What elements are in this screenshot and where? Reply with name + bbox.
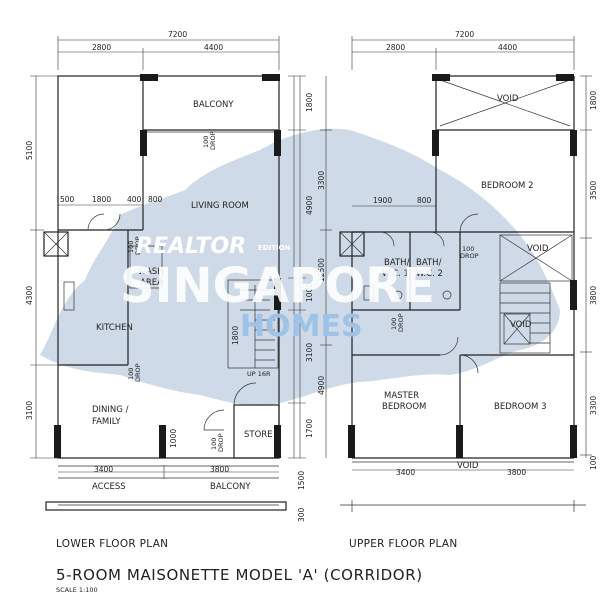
- label-balcony-bottom: BALCONY: [210, 482, 251, 492]
- dim-lower-left-2: 4300: [25, 286, 34, 305]
- room-wash-area: AREA: [140, 278, 163, 288]
- watermark-line3: HOMES: [240, 309, 363, 344]
- label-up-16r: UP 16R: [247, 370, 271, 378]
- drop-2: 100: [127, 241, 135, 253]
- upper-drop-1-label: DROP: [460, 252, 479, 260]
- room-dining: DINING /: [92, 405, 129, 415]
- dim-upper-top-right: 4400: [498, 43, 517, 52]
- dim-lower-right-3100: 3100: [305, 343, 314, 362]
- dim-lower-right-1800: 1800: [305, 93, 314, 112]
- dim-upper-right-100: 100: [589, 455, 598, 470]
- dim-upper-left-4900: 4900: [317, 376, 326, 395]
- lower-caption: LOWER FLOOR PLAN: [56, 538, 168, 550]
- dim-lower-left-3: 3100: [25, 401, 34, 420]
- drop-2-label: DROP: [134, 236, 142, 255]
- drop-3: 100: [127, 368, 135, 380]
- dim-lower-400: 400: [127, 195, 142, 204]
- dim-lower-right-1000: 1000: [305, 283, 314, 302]
- drop-4-label: DROP: [217, 433, 225, 452]
- upper-void-top: VOID: [497, 94, 519, 104]
- dim-lower-store-1000: 1000: [169, 429, 178, 448]
- room-balcony: BALCONY: [193, 100, 234, 110]
- dim-upper-top-total: 7200: [455, 30, 474, 39]
- dim-lower-stair-1800: 1800: [231, 326, 240, 345]
- upper-drop-2: 100: [390, 318, 398, 330]
- upper-caption: UPPER FLOOR PLAN: [349, 538, 458, 550]
- dim-upper-right-1800: 1800: [589, 91, 598, 110]
- drop-4: 100: [210, 438, 218, 450]
- watermark-line2: SINGAPORE: [120, 258, 435, 314]
- room-living: LIVING ROOM: [191, 201, 249, 211]
- dim-upper-800: 800: [417, 196, 432, 205]
- dim-lower-500: 500: [60, 195, 75, 204]
- dim-upper-left-3300: 3300: [317, 171, 326, 190]
- dim-lower-800: 800: [148, 195, 163, 204]
- drop-1: 100: [202, 136, 210, 148]
- room-bedroom-3: BEDROOM 3: [494, 402, 546, 412]
- drop-1-label: DROP: [209, 131, 217, 150]
- upper-drop-2-label: DROP: [397, 313, 405, 332]
- room-family: FAMILY: [92, 417, 121, 427]
- dim-lower-top-total: 7200: [168, 30, 187, 39]
- watermark-line1: REALTOR: [136, 234, 246, 259]
- dim-lower-top-left: 2800: [92, 43, 111, 52]
- room-bedroom-2: BEDROOM 2: [481, 181, 533, 191]
- dim-1500: 1500: [297, 471, 306, 490]
- label-access: ACCESS: [92, 482, 126, 492]
- dim-lower-bottom-right: 3800: [210, 465, 229, 474]
- room-wash: WASH: [138, 267, 164, 277]
- upper-void-small: VOID: [510, 320, 532, 330]
- upper-floor-plan: 7200 2800 4400 3300 12500 4900 1800 3500…: [317, 30, 598, 512]
- room-bath-2: BATH/: [416, 258, 442, 268]
- room-kitchen: KITCHEN: [96, 323, 133, 333]
- dim-lower-bottom-left: 3400: [94, 465, 113, 474]
- dim-lower-1800: 1800: [92, 195, 111, 204]
- dim-upper-bottom-right: 3800: [507, 468, 526, 477]
- room-master-bedroom: BEDROOM: [382, 402, 426, 412]
- drop-3-label: DROP: [134, 363, 142, 382]
- dim-lower-top-right: 4400: [204, 43, 223, 52]
- dim-upper-top-left: 2800: [386, 43, 405, 52]
- upper-drop-1: 100: [462, 245, 474, 253]
- dim-upper-right-3500: 3500: [589, 181, 598, 200]
- drawing-title: 5-ROOM MAISONETTE MODEL 'A' (CORRIDOR): [56, 566, 423, 584]
- watermark-line1-suffix: EDITION: [258, 244, 291, 252]
- drawing-scale: SCALE 1:100: [56, 586, 98, 594]
- room-store: STORE: [244, 430, 273, 440]
- dim-lower-right-1700: 1700: [305, 419, 314, 438]
- dim-lower-left-1: 5100: [25, 141, 34, 160]
- dim-upper-left-12500: 12500: [317, 258, 326, 282]
- upper-void-bottom: VOID: [457, 461, 479, 471]
- dim-lower-right-4900: 4900: [305, 196, 314, 215]
- upper-void-mid: VOID: [527, 244, 549, 254]
- dim-300: 300: [297, 507, 306, 522]
- room-bath-1: BATH/: [384, 258, 410, 268]
- dim-upper-bottom-left: 3400: [396, 468, 415, 477]
- lower-floor-plan: 7200 2800 4400 5100 4300 3100 1800 4900 …: [25, 30, 314, 511]
- room-wc-1: W.C. 1: [382, 269, 409, 279]
- dim-upper-right-3800: 3800: [589, 286, 598, 305]
- dim-upper-right-3300: 3300: [589, 396, 598, 415]
- dim-upper-1900: 1900: [373, 196, 392, 205]
- room-master: MASTER: [384, 391, 419, 401]
- room-wc-2: W.C. 2: [416, 269, 443, 279]
